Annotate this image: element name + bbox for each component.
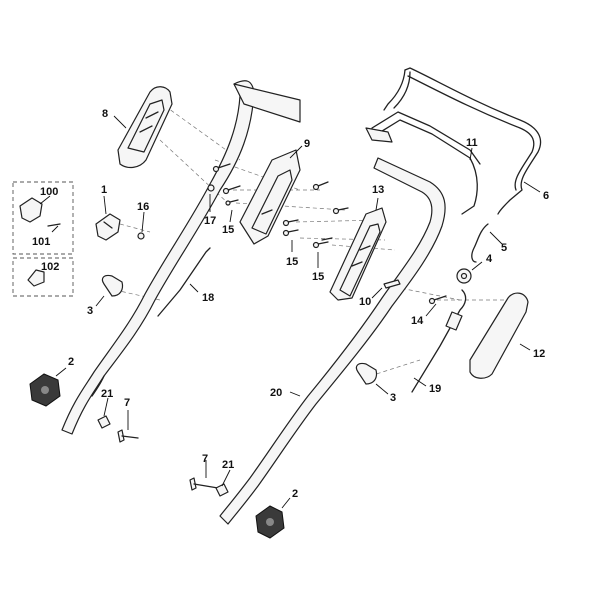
cover-part-9 bbox=[239, 149, 301, 245]
bail-clip bbox=[365, 127, 393, 143]
left-handle-top-bar bbox=[233, 83, 301, 123]
callout-100: 100 bbox=[40, 186, 58, 198]
callout-labels: 8 9 11 6 13 100 101 102 1 16 17 15 15 15… bbox=[32, 108, 549, 500]
callout-4: 4 bbox=[486, 253, 493, 265]
callout-19: 19 bbox=[429, 383, 441, 395]
callout-2b: 2 bbox=[292, 488, 298, 500]
callout-8: 8 bbox=[102, 108, 108, 120]
callout-7b: 7 bbox=[202, 453, 208, 465]
callout-11: 11 bbox=[466, 137, 478, 149]
callout-18: 18 bbox=[202, 292, 214, 304]
washer-4 bbox=[456, 268, 472, 284]
bail-left-leg-inner bbox=[393, 71, 411, 109]
callout-21b: 21 bbox=[222, 459, 234, 471]
callout-14: 14 bbox=[411, 315, 424, 327]
left-handle-inner-line bbox=[91, 375, 105, 397]
callout-10: 10 bbox=[359, 296, 371, 308]
callout-9: 9 bbox=[304, 138, 310, 150]
callout-20: 20 bbox=[270, 387, 282, 399]
screw-101 bbox=[47, 223, 61, 227]
bail-cross-inner bbox=[373, 119, 471, 159]
callout-15a: 15 bbox=[222, 224, 234, 236]
callout-1: 1 bbox=[101, 184, 107, 196]
knob-part-2a bbox=[29, 373, 61, 407]
clamp-part-1 bbox=[95, 213, 121, 241]
part-102 bbox=[27, 269, 45, 287]
cover-part-8 bbox=[117, 86, 173, 169]
bail-bar bbox=[404, 67, 542, 215]
bail-bar-inner bbox=[407, 75, 535, 191]
bail-left-leg bbox=[383, 69, 406, 111]
part-100 bbox=[19, 197, 43, 223]
callout-2a: 2 bbox=[68, 356, 74, 368]
callout-3b: 3 bbox=[390, 392, 396, 404]
cable-19 bbox=[411, 289, 467, 393]
callout-13: 13 bbox=[372, 184, 384, 196]
bolt-part-7a bbox=[117, 429, 139, 443]
pin-10 bbox=[383, 279, 401, 289]
square-nut-21a bbox=[97, 415, 111, 429]
bail-cross bbox=[371, 111, 481, 165]
callout-101: 101 bbox=[32, 236, 50, 248]
left-handle-tube bbox=[61, 80, 255, 435]
clip-part-3b bbox=[355, 362, 378, 385]
bracket-part-13 bbox=[329, 207, 387, 301]
square-nut-21b bbox=[215, 483, 229, 497]
callout-15b: 15 bbox=[286, 256, 298, 268]
screws bbox=[137, 163, 447, 305]
callout-5: 5 bbox=[501, 242, 507, 254]
callout-15c: 15 bbox=[312, 271, 324, 283]
callout-16: 16 bbox=[137, 201, 149, 213]
callout-12: 12 bbox=[533, 348, 545, 360]
kit-box-102 bbox=[12, 257, 74, 297]
callout-6: 6 bbox=[543, 190, 549, 202]
callout-21a: 21 bbox=[101, 388, 113, 400]
leader-lines bbox=[39, 115, 541, 509]
callout-102: 102 bbox=[41, 261, 59, 273]
cover-part-12 bbox=[469, 292, 529, 379]
knob-part-2b bbox=[255, 505, 285, 539]
clip-part-3a bbox=[101, 274, 124, 297]
callout-17: 17 bbox=[204, 215, 216, 227]
kit-box-100-101 bbox=[12, 181, 74, 255]
cable-19-end bbox=[445, 311, 463, 331]
cable-18 bbox=[157, 247, 211, 317]
bolt-part-7b bbox=[189, 477, 219, 491]
callout-3a: 3 bbox=[87, 305, 93, 317]
bail-rod bbox=[461, 157, 478, 215]
callout-7a: 7 bbox=[124, 397, 130, 409]
spring-5 bbox=[471, 223, 489, 263]
right-handle-tube bbox=[219, 157, 446, 525]
